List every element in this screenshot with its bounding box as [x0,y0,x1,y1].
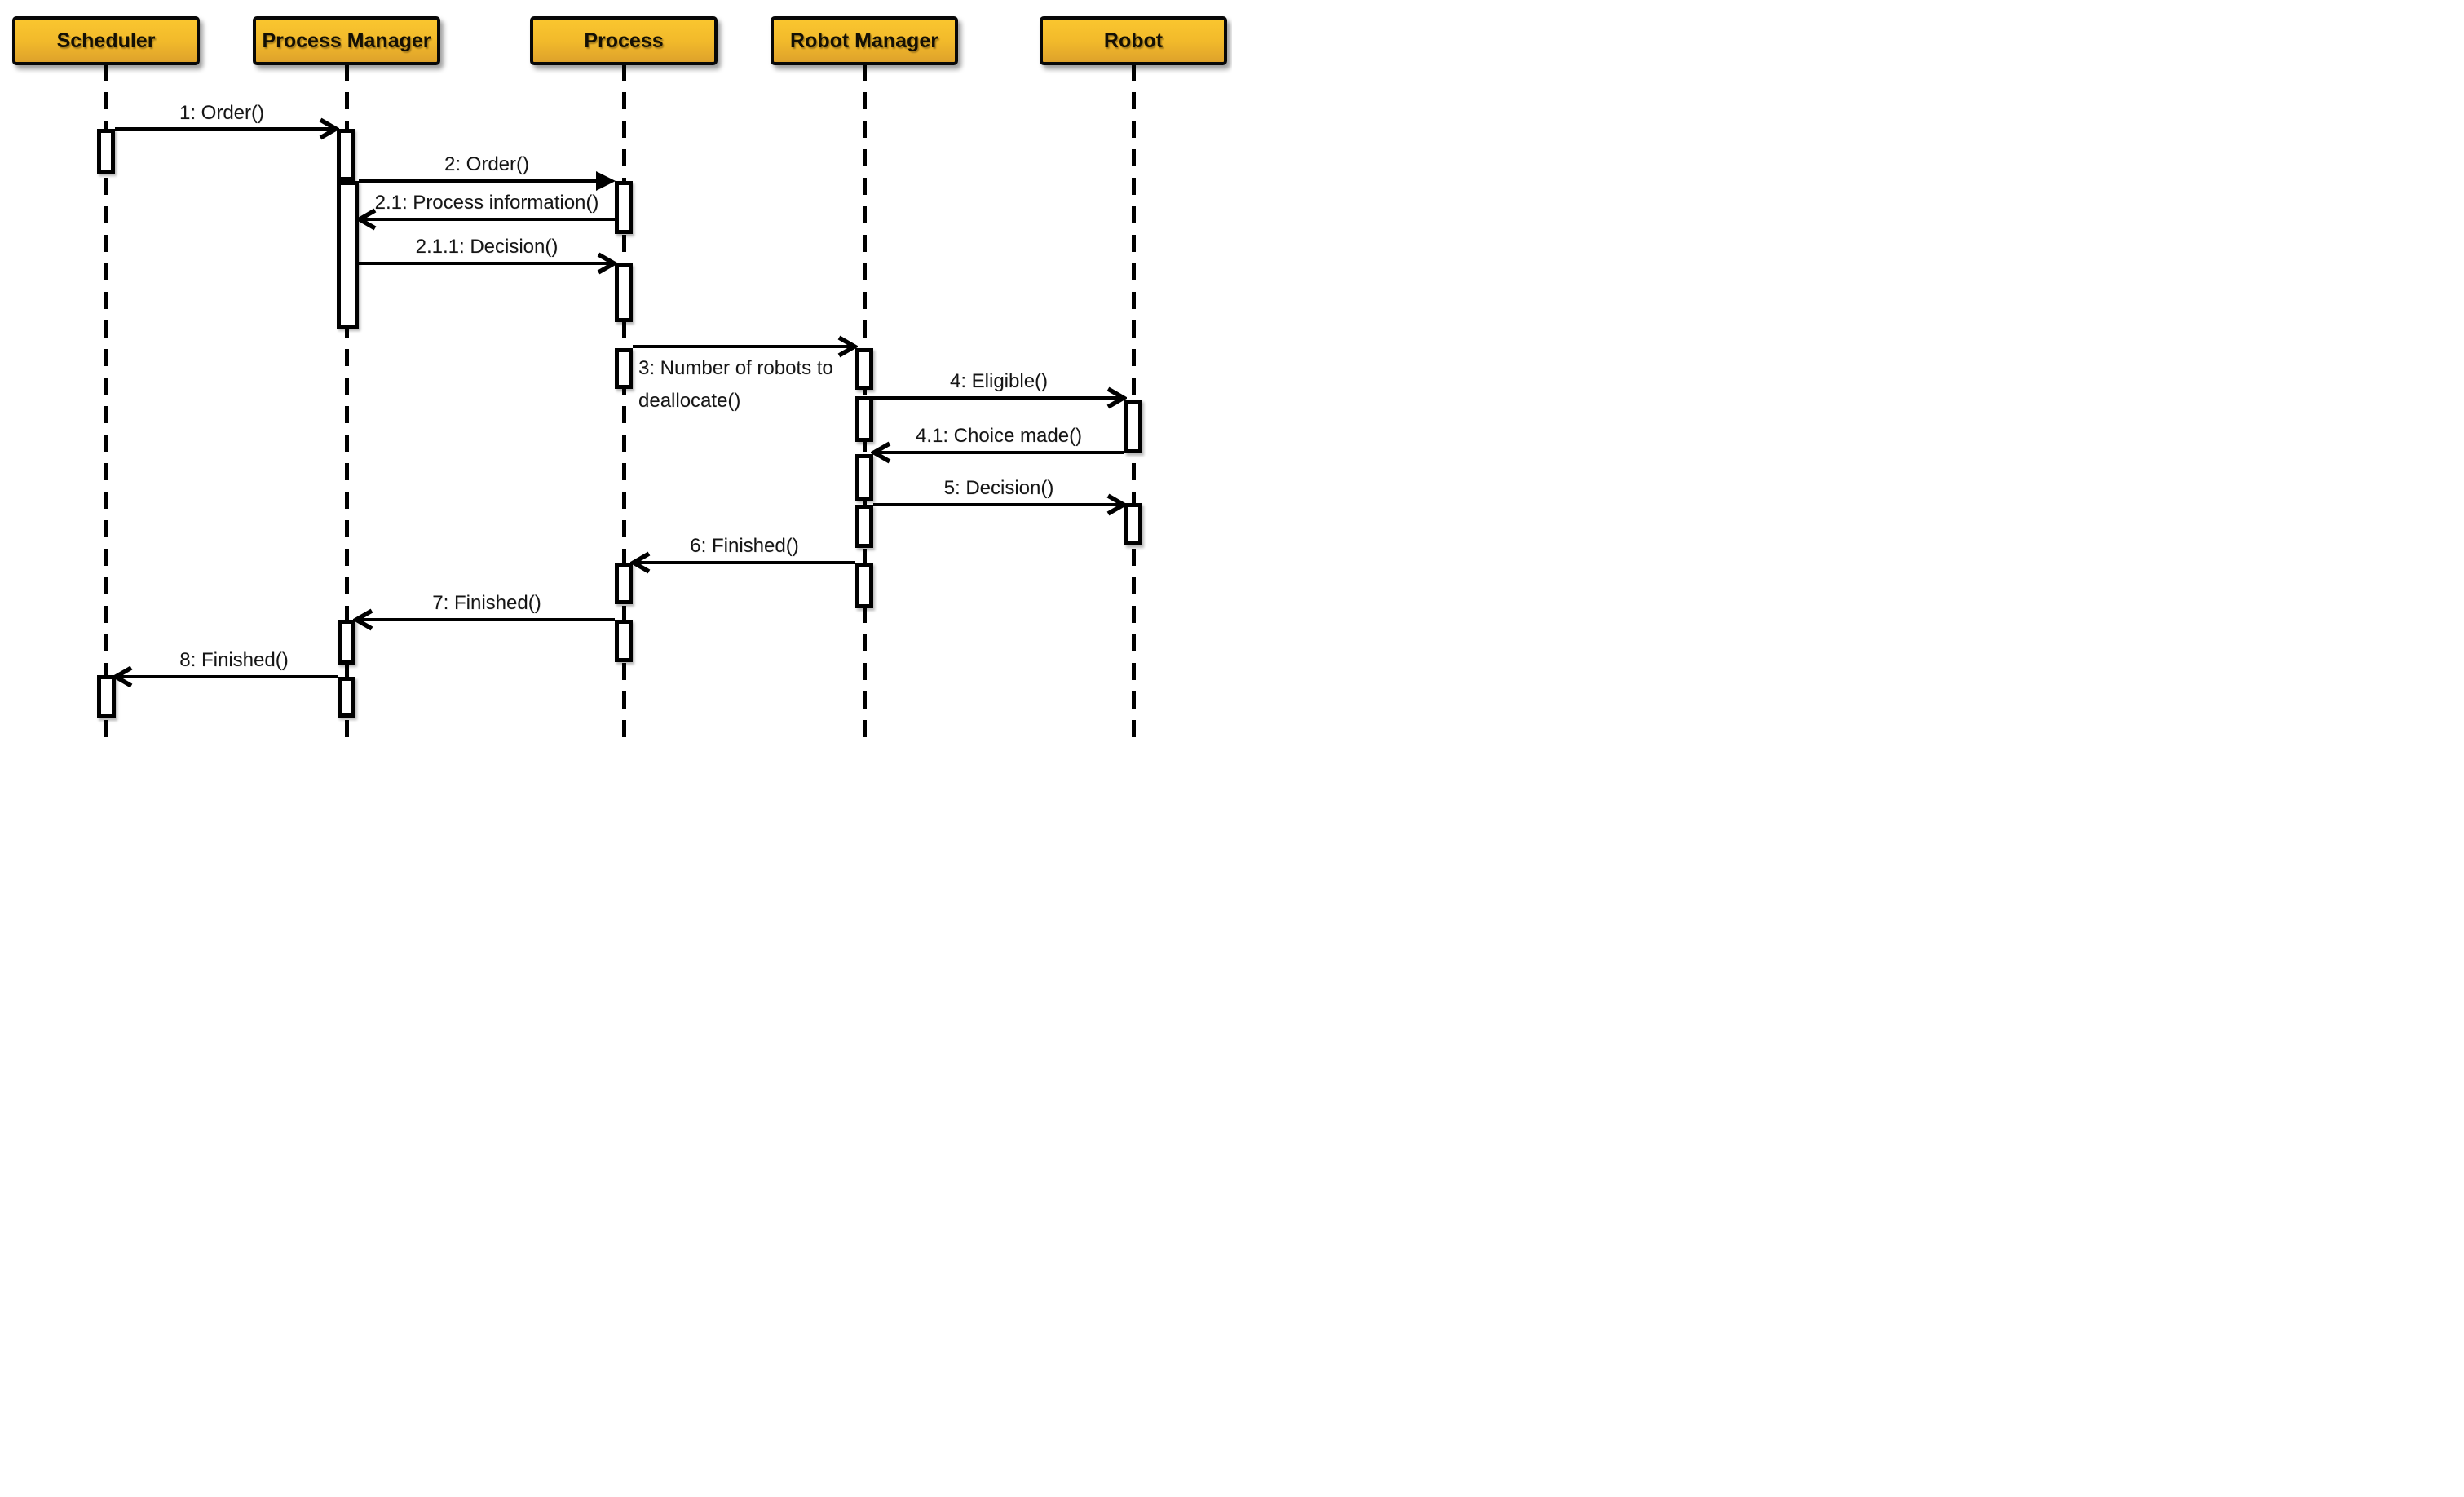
message-label-7: 7: Finished() [432,592,541,614]
message-label-5: 5: Decision() [943,477,1054,499]
activation-bar-process [615,620,633,662]
lifeline-title-scheduler: Scheduler [56,29,156,52]
activation-bar-process-manager [338,620,355,665]
lifeline-head-robot-manager: Robot Manager [771,16,958,65]
lifeline-head-process: Process [530,16,718,65]
lifeline-head-robot: Robot [1040,16,1227,65]
lifeline-head-scheduler: Scheduler [12,16,200,65]
lifeline-head-process-manager: Process Manager [253,16,440,65]
message-label-2.1.1: 2.1.1: Decision() [415,236,559,258]
message-label-2.1: 2.1: Process information() [374,192,599,214]
message-label-3-line1: 3: Number of robots to [638,357,833,379]
activation-bar-robot-manager [855,396,873,442]
message-arrowhead-4.1-open-left [871,441,891,464]
message-line-6 [636,561,855,564]
message-line-5 [873,503,1121,506]
activation-bar-process-manager [338,677,355,718]
message-label-6: 6: Finished() [690,535,799,557]
message-arrowhead-6-open-left [630,551,651,574]
sequence-diagram-canvas: Scheduler Process Manager Process Robot Man… [0,0,1232,748]
activation-bar-process-manager [337,181,359,329]
message-line-2 [359,179,612,183]
message-arrowhead-2-solid-right [596,171,616,191]
message-line-8 [118,675,338,678]
activation-bar-robot-manager [855,563,873,608]
activation-bar-process [615,181,633,234]
message-line-2.1.1 [359,262,612,265]
activation-bar-process [615,563,633,604]
message-line-2.1 [362,218,615,221]
message-arrowhead-2.1-open-left [356,208,377,231]
message-label-4.1: 4.1: Choice made() [915,425,1083,447]
lifeline-process [621,64,626,744]
message-arrowhead-3-open-right [837,335,858,358]
lifeline-title-process-manager: Process Manager [262,29,431,52]
message-line-1 [115,126,333,131]
message-label-1: 1: Order() [179,102,265,124]
activation-bar-robot [1124,400,1142,453]
activation-bar-scheduler [97,129,115,174]
activation-bar-process-manager [337,129,355,181]
lifeline-title-robot: Robot [1103,29,1164,52]
message-arrowhead-5-open-right [1106,493,1127,516]
activation-bar-process [615,263,633,322]
activation-bar-process [615,348,633,389]
activation-bar-robot [1124,503,1142,545]
message-line-3 [633,345,852,348]
lifeline-title-robot-manager: Robot Manager [790,29,938,52]
activation-bar-scheduler [97,675,116,718]
message-arrowhead-1-open-right [319,117,339,140]
message-line-4 [873,396,1121,400]
message-arrowhead-7-open-left [353,608,373,631]
lifeline-scheduler [104,64,108,744]
activation-bar-robot-manager [855,348,873,390]
message-line-7 [359,618,615,621]
message-label-4: 4: Eligible() [949,370,1049,392]
message-label-8: 8: Finished() [179,649,289,671]
message-arrowhead-4-open-right [1106,386,1127,409]
message-arrowhead-8-open-left [113,665,133,688]
lifeline-process-manager [344,64,349,744]
activation-bar-robot-manager [855,505,873,548]
lifeline-title-process: Process [584,29,664,52]
message-label-3-line2: deallocate() [638,390,741,412]
message-arrowhead-2.1.1-open-right [597,252,617,275]
message-label-2: 2: Order() [444,153,530,175]
message-line-4.1 [877,451,1124,454]
activation-bar-robot-manager [855,454,873,501]
